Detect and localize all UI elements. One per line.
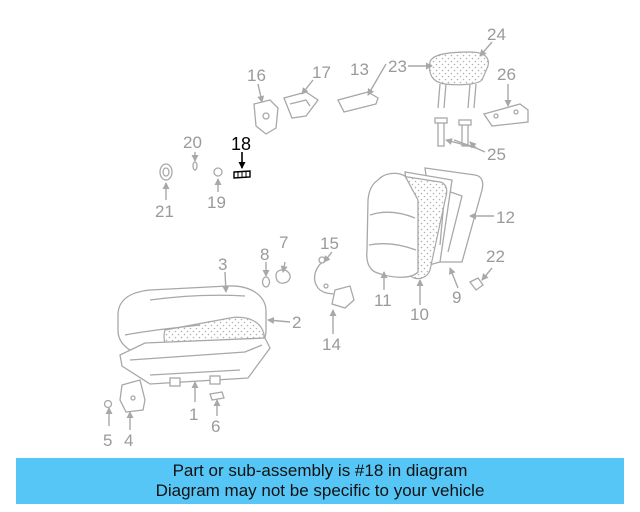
callout-11: 11 <box>374 291 392 310</box>
callout-1: 1 <box>189 405 198 424</box>
callout-25: 25 <box>487 145 506 164</box>
callout-15: 15 <box>320 234 339 253</box>
knob-7 <box>275 269 291 284</box>
callout-14: 14 <box>322 335 341 354</box>
callout-20: 20 <box>183 133 202 152</box>
callout-8: 8 <box>260 245 269 264</box>
callout-12: 12 <box>496 208 515 227</box>
headrest <box>428 51 490 109</box>
part-18-screw <box>233 170 251 179</box>
callout-7: 7 <box>279 233 288 252</box>
clip <box>103 399 113 409</box>
bolt-22 <box>469 277 484 291</box>
callout-4: 4 <box>124 431 133 450</box>
callout-9: 9 <box>452 288 461 307</box>
callout-22: 22 <box>486 247 505 266</box>
callout-3: 3 <box>218 255 227 274</box>
cable-assembly <box>313 256 355 309</box>
callout-16: 16 <box>247 66 266 85</box>
callout-18-highlighted: 18 <box>231 134 251 154</box>
nut-19 <box>213 167 223 177</box>
bolt-6 <box>209 391 225 401</box>
callout-23: 23 <box>388 57 407 76</box>
banner-line-disclaimer: Diagram may not be specific to your vehi… <box>155 481 485 500</box>
pin-20 <box>192 161 198 171</box>
washer-8 <box>261 276 271 288</box>
cover-17 <box>283 91 319 119</box>
seat-parts-diagram: 1 2 3 4 5 6 8 7 9 10 11 12 13 14 15 16 1… <box>103 25 529 450</box>
callout-13: 13 <box>350 60 369 79</box>
leader-lines <box>105 41 512 430</box>
callout-26: 26 <box>497 65 516 84</box>
info-banner: Part or sub-assembly is #18 in diagram D… <box>16 458 624 504</box>
callout-10: 10 <box>410 305 429 324</box>
headrest-guides <box>434 117 472 147</box>
cap-21 <box>159 163 173 181</box>
recliner-cover-16 <box>253 99 279 135</box>
banner-line-part: Part or sub-assembly is #18 in diagram <box>172 461 468 480</box>
seat-frame <box>119 337 271 387</box>
callout-19: 19 <box>207 193 226 212</box>
bracket-26 <box>482 103 529 127</box>
callout-6: 6 <box>211 417 220 436</box>
handle-13 <box>337 91 379 113</box>
callout-21: 21 <box>155 202 174 221</box>
callout-24: 24 <box>487 25 506 44</box>
seat-back <box>366 167 484 280</box>
callout-5: 5 <box>103 431 112 450</box>
callout-labels: 1 2 3 4 5 6 8 7 9 10 11 12 13 14 15 16 1… <box>103 25 516 450</box>
callout-2: 2 <box>292 313 301 332</box>
callout-17: 17 <box>312 63 331 82</box>
